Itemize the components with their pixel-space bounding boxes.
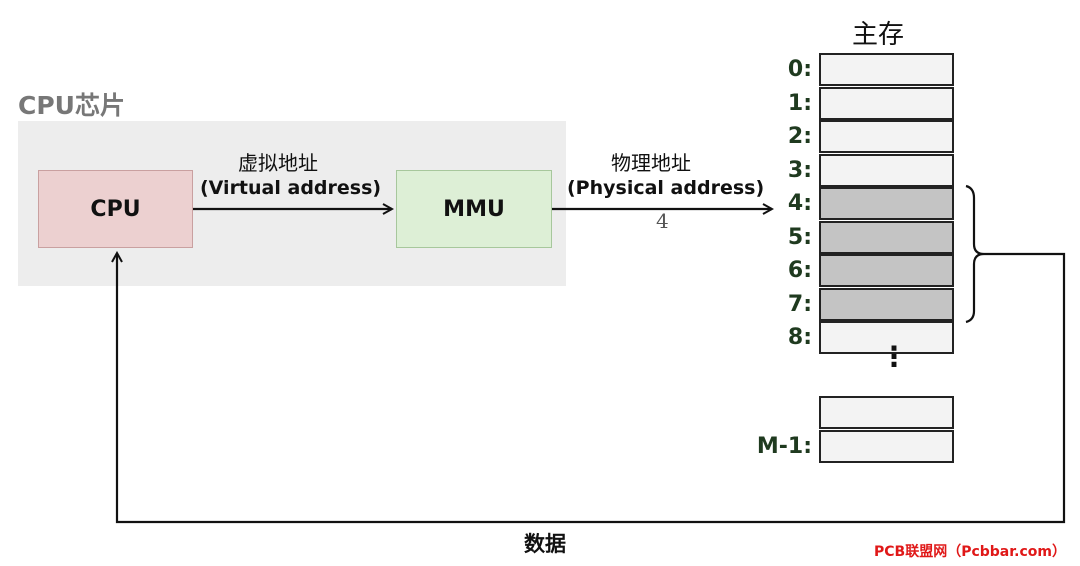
memory-cell	[819, 86, 954, 120]
data-return-path	[117, 253, 1066, 524]
memory-cell	[819, 429, 954, 463]
memory-cell	[819, 220, 954, 254]
memory-cell	[819, 254, 954, 287]
memory-cell	[819, 287, 954, 321]
memory-address-label: 6:	[787, 258, 812, 283]
memory-address-label: 3:	[787, 157, 812, 183]
cpu-box: CPU	[38, 170, 193, 248]
mmu-label: MMU	[443, 196, 505, 222]
memory-cell	[819, 187, 954, 220]
memory-address-label: 4:	[787, 191, 812, 216]
memory-cell	[819, 396, 954, 429]
memory-address-label: 8:	[787, 325, 812, 350]
memory-address-label: 1:	[787, 90, 812, 116]
main-memory-title: 主存	[852, 20, 905, 50]
physical-address-value: 4	[656, 209, 669, 233]
virtual-address-label-cn: 虚拟地址	[238, 151, 318, 175]
physical-address-label-cn: 物理地址	[611, 151, 691, 175]
data-return-label: 数据	[524, 532, 566, 556]
memory-address-label: 2:	[787, 124, 812, 149]
memory-address-label: M-1:	[756, 433, 812, 459]
memory-address-label: 5:	[787, 224, 812, 250]
physical-address-label-en: (Physical address)	[567, 177, 765, 199]
memory-cell	[819, 53, 954, 86]
highlight-brace	[965, 184, 985, 324]
memory-cell	[819, 120, 954, 153]
watermark: PCB联盟网（Pcbbar.com）	[874, 544, 1066, 560]
virtual-address-label-en: (Virtual address)	[200, 177, 382, 199]
mmu-box: MMU	[396, 170, 552, 248]
memory-cell	[819, 321, 954, 354]
cpu-chip-label: CPU芯片	[18, 91, 125, 120]
memory-cell	[819, 153, 954, 187]
memory-address-label: 7:	[787, 291, 812, 317]
cpu-label: CPU	[90, 196, 141, 222]
memory-address-label: 0:	[787, 57, 812, 82]
